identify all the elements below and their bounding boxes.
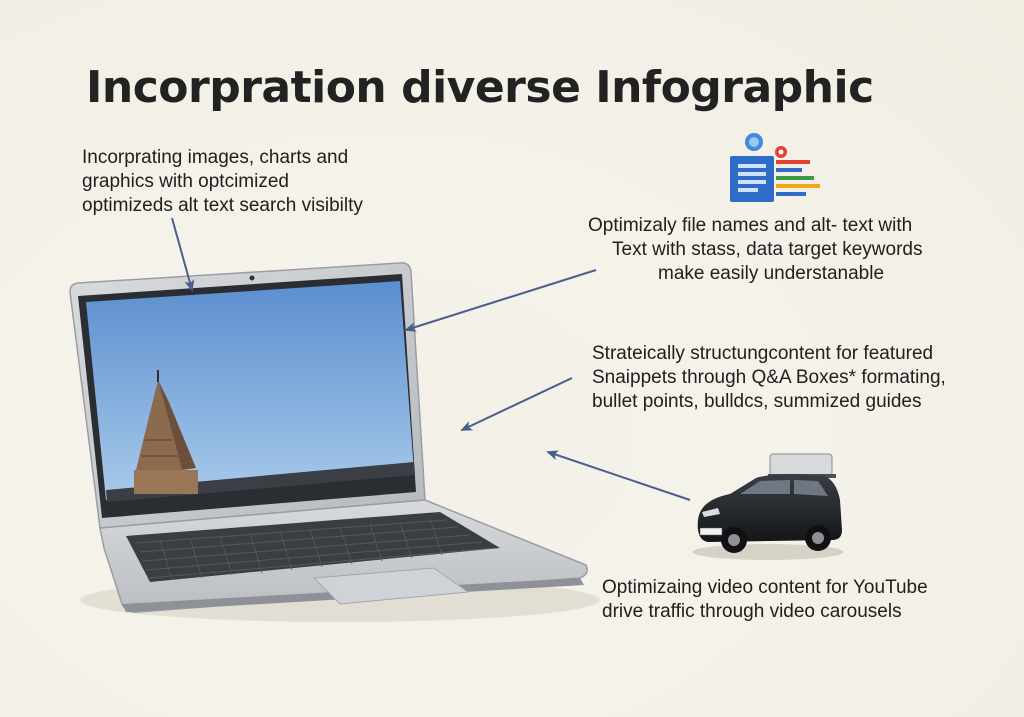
arrow-2 bbox=[404, 269, 597, 332]
spire-image bbox=[134, 370, 198, 494]
document-chart-icon bbox=[730, 133, 820, 202]
callout-line: Optimizaly file names and alt- text with bbox=[588, 215, 913, 236]
callout-line: make easily understanable bbox=[658, 263, 885, 284]
callout-line: Optimizaing video content for YouTube bbox=[602, 577, 928, 598]
arrow-4 bbox=[546, 450, 691, 501]
callout-featured-snippets: Strateically structungcontent for featur… bbox=[592, 342, 946, 414]
laptop-illustration bbox=[69, 262, 588, 613]
trackpad bbox=[312, 567, 470, 605]
infographic-title: Incorpration diverse Infographic bbox=[86, 62, 874, 113]
arrow-3 bbox=[460, 377, 573, 431]
callout-file-names: Optimizaly file names and alt- text with… bbox=[588, 214, 922, 286]
callout-images-charts: Incorprating images, charts and graphics… bbox=[82, 146, 363, 218]
car-illustration bbox=[692, 453, 844, 560]
webcam-icon bbox=[249, 275, 255, 281]
keyboard-key-columns bbox=[159, 518, 443, 581]
callout-line: optimizeds alt text search visibilty bbox=[82, 195, 363, 216]
callout-line: drive traffic through video carousels bbox=[602, 601, 902, 622]
arrow-1 bbox=[171, 217, 195, 292]
callout-line: Strateically structungcontent for featur… bbox=[592, 343, 934, 364]
callout-line: Text with stass, data target keywords bbox=[612, 239, 923, 260]
callout-line: bullet points, bulldcs, summized guides bbox=[592, 391, 922, 412]
arrows bbox=[171, 217, 691, 501]
callout-line: Snaippets through Q&A Boxes* formating, bbox=[592, 367, 946, 388]
callout-line: Incorprating images, charts and bbox=[82, 147, 349, 168]
callout-line: graphics with optcimized bbox=[82, 171, 289, 192]
callout-video-content: Optimizaing video content for YouTube dr… bbox=[602, 576, 928, 624]
